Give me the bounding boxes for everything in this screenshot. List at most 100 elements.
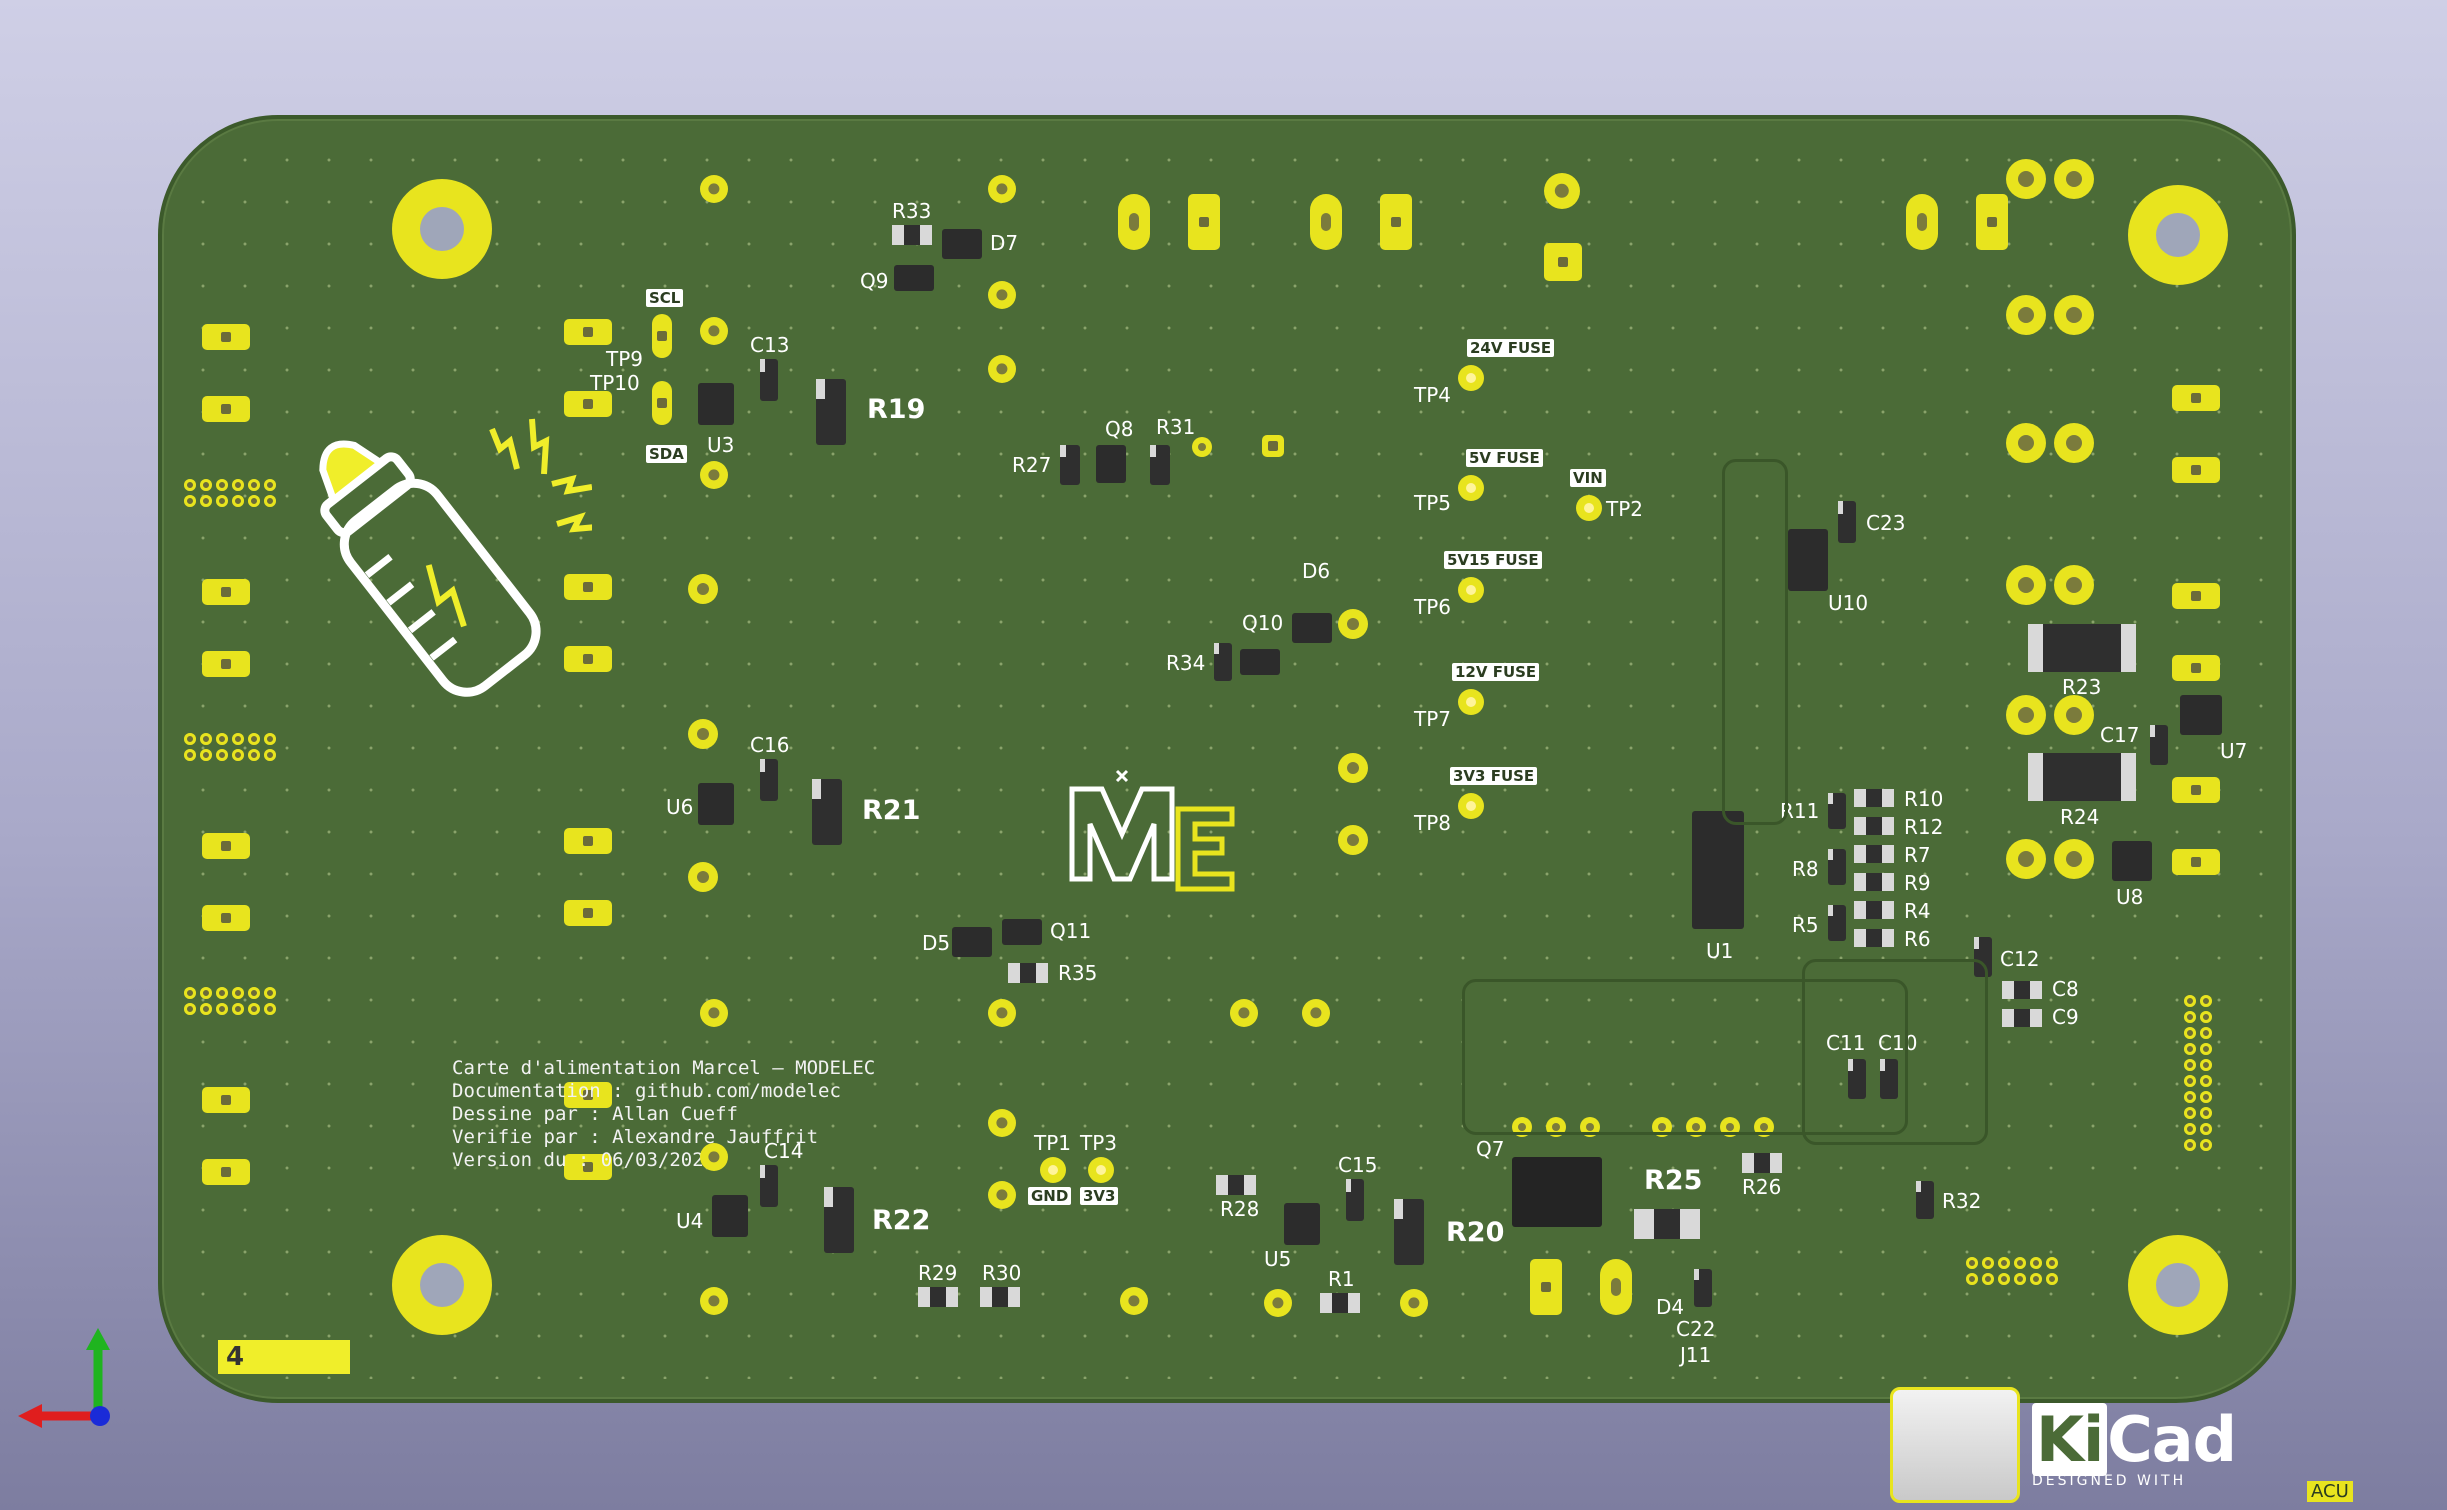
via-pad	[1264, 1289, 1292, 1317]
label-c17: C17	[2100, 723, 2140, 747]
via-pad	[1338, 753, 1368, 783]
scl-tag: SCL	[646, 289, 684, 307]
via-pad	[988, 1181, 1016, 1209]
label-r20: R20	[1446, 1217, 1505, 1248]
label-r10: R10	[1904, 787, 1944, 811]
via-pad	[1192, 437, 1212, 457]
resistor-r7	[1854, 845, 1894, 863]
connector-pad	[564, 1154, 612, 1180]
label-c23: C23	[1866, 511, 1906, 535]
fuse-tag-5v15: 5V15 FUSE	[1444, 551, 1542, 569]
via-pad	[1400, 1289, 1428, 1317]
connector-pad	[2172, 849, 2220, 875]
via-pad	[700, 461, 728, 489]
label-tp2: TP2	[1606, 497, 1644, 521]
modelec-logo	[1069, 769, 1235, 892]
resistor-r9	[1854, 873, 1894, 891]
connector-pad	[202, 833, 250, 859]
resistor-r19	[816, 379, 846, 445]
resistor-r28	[1216, 1175, 1256, 1195]
label-r27: R27	[1012, 453, 1052, 477]
label-d7: D7	[990, 231, 1019, 255]
transistor-q9	[894, 265, 934, 291]
notes-title: Carte d'alimentation Marcel – MODELEC	[452, 1057, 876, 1079]
via-pad	[1544, 173, 1580, 209]
ic-u5	[1284, 1203, 1320, 1245]
label-u3: U3	[707, 433, 735, 457]
connector-pad	[564, 1082, 612, 1108]
mounting-hole-bottom-left	[392, 1235, 492, 1335]
label-r9: R9	[1904, 871, 1931, 895]
transistor-q8	[1096, 445, 1126, 483]
resistor-r22	[824, 1187, 854, 1253]
label-j11: J11	[1680, 1343, 1712, 1367]
tht-pad	[2006, 695, 2046, 735]
axis-gizmo	[18, 1328, 110, 1428]
fuse-tag-5v: 5V FUSE	[1466, 449, 1543, 467]
capacitor-c13	[760, 359, 778, 401]
mounting-hole-top-right	[2128, 185, 2228, 285]
pin-header	[1966, 1257, 2058, 1285]
label-c8: C8	[2052, 977, 2079, 1001]
connector-pad	[2172, 777, 2220, 803]
connector-pad	[564, 574, 612, 600]
fuse-tag-24v: 24V FUSE	[1467, 339, 1555, 357]
via-pad	[700, 1143, 728, 1171]
baby-bottle-logo	[319, 418, 592, 697]
via-pad	[688, 574, 718, 604]
connector-pad	[202, 1159, 250, 1185]
connector-pad	[564, 900, 612, 926]
test-point-tp5	[1458, 475, 1484, 501]
connector-pad-oval	[1600, 1259, 1632, 1315]
test-point-tp1	[1040, 1157, 1066, 1183]
connector-pad	[202, 905, 250, 931]
label-tp4: TP4	[1414, 383, 1452, 407]
label-r8: R8	[1792, 857, 1819, 881]
notes-reviewer: Verifie par : Alexandre Jauffrit	[452, 1126, 819, 1148]
label-c16: C16	[750, 733, 790, 757]
via-pad	[1302, 999, 1330, 1027]
label-c12: C12	[2000, 947, 2040, 971]
via-pad	[988, 175, 1016, 203]
tht-pad	[2054, 423, 2094, 463]
pcb-board[interactable]: SCL SDA TP9 TP10 U3 C13 R19 R33 D7 Q9 R2…	[158, 115, 2353, 1503]
label-tp10: TP10	[590, 371, 640, 395]
connector-pad	[202, 651, 250, 677]
connector-pad	[564, 391, 612, 417]
resistor-r6	[1854, 929, 1894, 947]
label-tp3: TP3	[1080, 1131, 1118, 1155]
resistor-r12	[1854, 817, 1894, 835]
resistor-r26	[1742, 1153, 1782, 1173]
resistor-r21	[812, 779, 842, 845]
label-r29: R29	[918, 1261, 958, 1285]
diode-d4	[1694, 1269, 1712, 1307]
connector-pad-oval	[1906, 194, 1938, 250]
tht-pad	[2006, 565, 2046, 605]
resistor-r31	[1150, 445, 1170, 485]
notes-documentation: Documentation : github.com/modelec	[452, 1080, 841, 1102]
gnd-tag: GND	[1028, 1187, 1072, 1205]
label-u7: U7	[2220, 739, 2248, 763]
notes-designer: Dessine par : Allan Cueff	[452, 1103, 738, 1125]
ic-u6	[698, 783, 734, 825]
label-tp6: TP6	[1414, 595, 1452, 619]
label-r34: R34	[1166, 651, 1206, 675]
transistor-q7	[1512, 1157, 1602, 1227]
capacitor-c11	[1848, 1059, 1866, 1099]
v3v3-tag: 3V3	[1080, 1187, 1119, 1205]
connector-pad	[2172, 583, 2220, 609]
label-c9: C9	[2052, 1005, 2079, 1029]
acu-tag: ACU	[2307, 1481, 2353, 1502]
label-r12: R12	[1904, 815, 1944, 839]
tht-pad	[2054, 839, 2094, 879]
test-point-tp7	[1458, 689, 1484, 715]
label-u4: U4	[676, 1209, 704, 1233]
label-tp9: TP9	[606, 347, 644, 371]
resistor-r33	[892, 225, 932, 245]
via-pad	[700, 175, 728, 203]
via-pad	[1230, 999, 1258, 1027]
resistor-r25	[1634, 1209, 1700, 1239]
ic-u10	[1788, 529, 1828, 591]
label-r7: R7	[1904, 843, 1931, 867]
